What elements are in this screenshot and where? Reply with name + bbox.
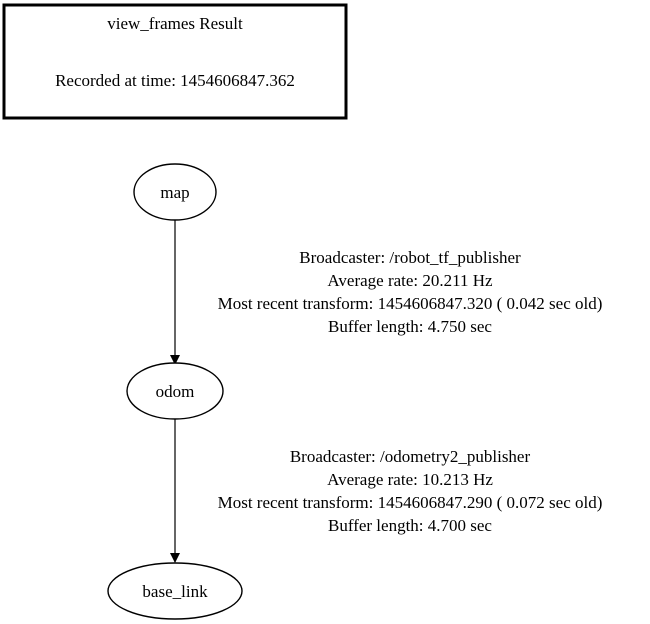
- edge-recent-transform: Most recent transform: 1454606847.320 ( …: [218, 294, 603, 313]
- header-title: view_frames Result: [107, 14, 243, 33]
- edge-buffer-length: Buffer length: 4.750 sec: [328, 317, 492, 336]
- node-odom-ellipse: [126, 362, 224, 420]
- node-map-label: map: [160, 183, 189, 202]
- edge-broadcaster: Broadcaster: /robot_tf_publisher: [299, 248, 521, 267]
- node-base-link-label: base_link: [142, 582, 208, 601]
- node-odom: odom: [126, 362, 224, 420]
- result-header-box: view_frames Result Recorded at time: 145…: [2, 3, 348, 120]
- node-map: map: [133, 163, 217, 221]
- recorded-time: Recorded at time: 1454606847.362: [55, 71, 295, 90]
- edge-rate: Average rate: 20.211 Hz: [327, 271, 493, 290]
- node-base-link: base_link: [107, 562, 243, 620]
- edge-buffer-length: Buffer length: 4.700 sec: [328, 516, 492, 535]
- node-map-ellipse: [133, 163, 217, 221]
- edge-map-odom: Broadcaster: /robot_tf_publisher Average…: [170, 220, 603, 365]
- edge-rate: Average rate: 10.213 Hz: [327, 470, 493, 489]
- header-border: [2, 3, 348, 120]
- edge-broadcaster: Broadcaster: /odometry2_publisher: [290, 447, 531, 466]
- edge-recent-transform: Most recent transform: 1454606847.290 ( …: [218, 493, 603, 512]
- node-odom-label: odom: [156, 382, 195, 401]
- node-base-link-ellipse: [107, 562, 243, 620]
- edge-odom-base-link: Broadcaster: /odometry2_publisher Averag…: [170, 418, 603, 563]
